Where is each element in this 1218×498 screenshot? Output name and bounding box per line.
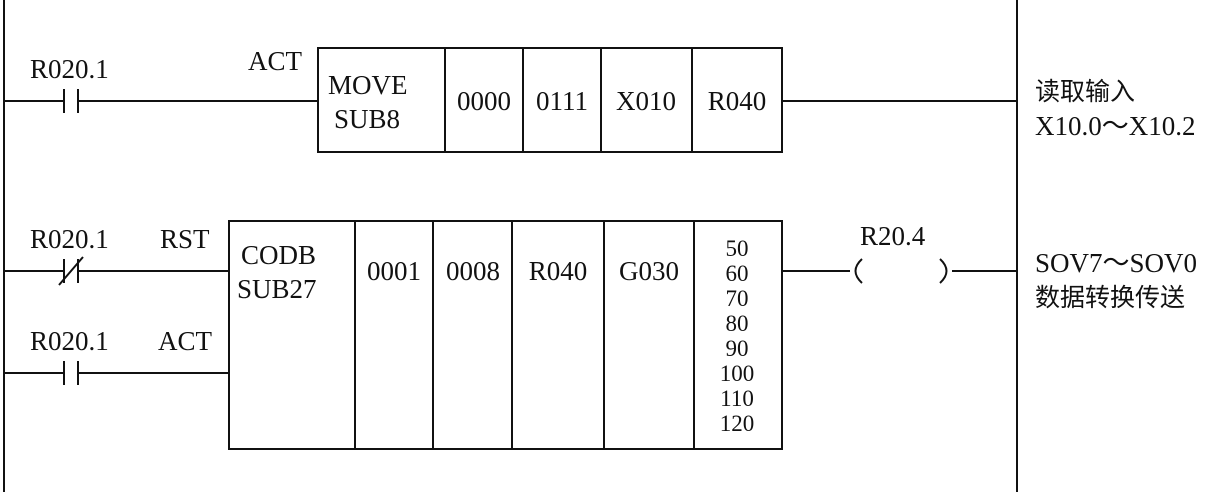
act-contact-label: R020.1 xyxy=(30,326,109,356)
act-input-label: ACT xyxy=(158,326,213,356)
rst-contact-label: R020.1 xyxy=(30,224,109,254)
param-1: 0001 xyxy=(367,256,421,286)
table-value: 60 xyxy=(726,261,749,286)
act-input-label: ACT xyxy=(248,46,303,76)
param-2: 0008 xyxy=(446,256,500,286)
table-value: 100 xyxy=(720,361,755,386)
rung-1-comment-line-2: X10.0～X10.2 xyxy=(1035,111,1196,141)
function-name: CODB xyxy=(241,240,316,270)
normally-open-contact xyxy=(63,361,79,385)
table-value: 50 xyxy=(726,236,749,261)
param-4: R040 xyxy=(708,86,767,116)
output-coil xyxy=(854,258,948,284)
param-3: R040 xyxy=(529,256,588,286)
param-2: 0111 xyxy=(536,86,588,116)
table-value: 70 xyxy=(726,286,749,311)
contact-label: R020.1 xyxy=(30,54,109,84)
rst-input-label: RST xyxy=(160,224,210,254)
move-function-block: MOVE SUB8 0000 0111 X010 R040 xyxy=(317,47,783,153)
rung-2-comment-line-2: 数据转换传送 xyxy=(1035,283,1185,312)
normally-open-contact xyxy=(63,89,79,113)
rung-1: R020.1 ACT MOVE SUB8 0000 0111 X010 R040… xyxy=(4,46,1196,153)
param-3: X010 xyxy=(616,86,676,116)
rung-1-comment-line-1: 读取输入 xyxy=(1035,77,1135,106)
function-number: SUB8 xyxy=(334,104,400,134)
rung-2: R020.1 RST R020.1 ACT CODB SUB27 0001 00… xyxy=(4,220,1197,450)
param-1: 0000 xyxy=(457,86,511,116)
codb-function-block: CODB SUB27 0001 0008 R040 G030 50 60 70 … xyxy=(228,220,783,450)
function-number: SUB27 xyxy=(237,274,317,304)
rung-2-comment-line-1: SOV7～SOV0 xyxy=(1035,248,1197,278)
table-value: 90 xyxy=(726,336,749,361)
function-name: MOVE xyxy=(328,70,408,100)
table-value: 120 xyxy=(720,411,755,436)
conversion-table: 50 60 70 80 90 100 110 120 xyxy=(720,236,755,436)
param-4: G030 xyxy=(619,256,679,286)
coil-label: R20.4 xyxy=(860,221,926,251)
table-value: 80 xyxy=(726,311,749,336)
table-value: 110 xyxy=(720,386,754,411)
